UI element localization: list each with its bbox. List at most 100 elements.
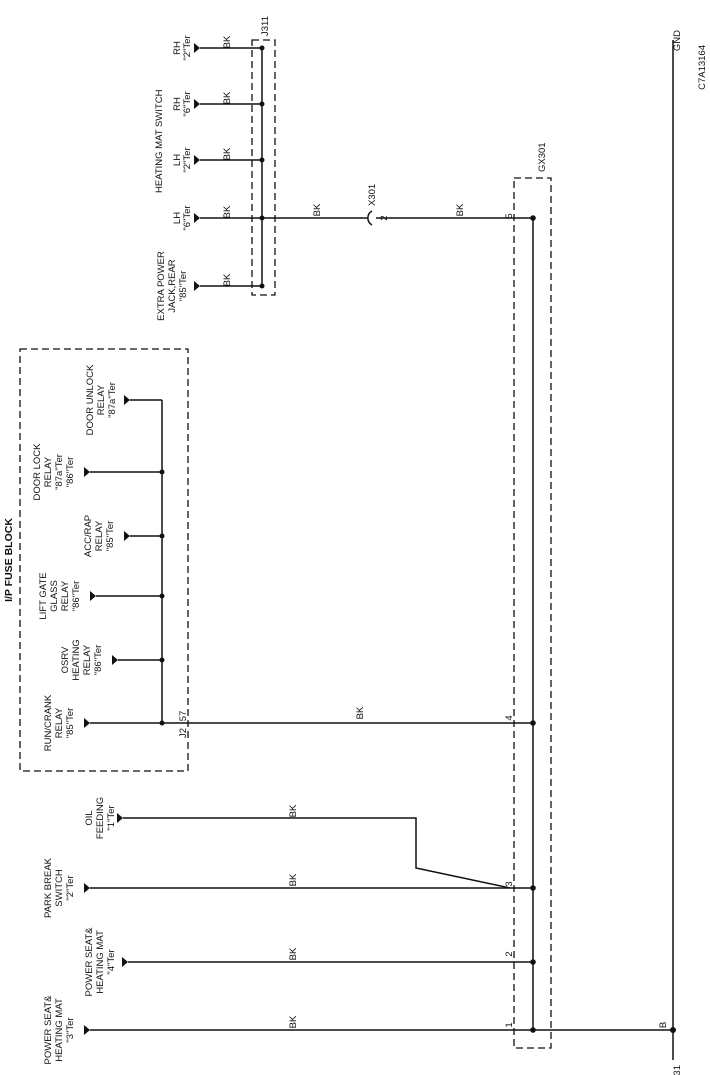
diagram-code: C7A13164 [697, 45, 708, 90]
door-lock-relay-line2: RELAY [43, 456, 54, 487]
lift-gate-relay-line1: LIFT GATE [38, 572, 49, 619]
fuse-node-lift-gate [159, 593, 165, 599]
ground-label: GND [672, 30, 683, 51]
wire-color-x301-gx301: BK [455, 203, 466, 216]
terminal-door-lock-relay [84, 467, 90, 477]
x301-connector-symbol [367, 210, 373, 226]
gx301-pin-4: 4 [504, 715, 515, 720]
gx301-pin-5: 5 [504, 213, 515, 218]
terminal-lift-gate-relay [90, 591, 96, 601]
acc-rap-relay-line3: "85"Ter [105, 521, 116, 552]
wire-color-power-seat-4: BK [288, 947, 299, 960]
power-seat-3-line2: HEATING MAT [54, 998, 65, 1062]
j311-node-extra-power [259, 283, 265, 289]
ground-node [670, 1027, 676, 1033]
lift-gate-relay-line3: RELAY [60, 580, 71, 611]
osrv-relay-line1: OSRV [60, 646, 71, 673]
osrv-relay-line3: RELAY [82, 644, 93, 675]
ground-point-label: 31 [672, 1065, 683, 1075]
hms-lh6-side: LH [172, 212, 183, 224]
power-seat-4-line3: "4"Ter [106, 949, 117, 974]
gx301-label: GX301 [537, 142, 548, 172]
terminal-osrv-heating-relay [112, 655, 118, 665]
door-unlock-relay-line3: "87a"Ter [107, 382, 118, 418]
oil-feeding-line1: OIL [84, 810, 95, 825]
j311-node-lh2 [259, 157, 265, 163]
wire-color-hms-lh2: BK [222, 147, 233, 160]
fuse-node-osrv [159, 657, 165, 663]
gx301-splice-box [513, 177, 552, 1049]
run-crank-relay-line2: RELAY [54, 707, 65, 738]
fuse-block-pin-j2: J2 [178, 728, 189, 738]
terminal-acc-rap-relay [124, 531, 130, 541]
terminal-power-seat-3 [84, 1025, 90, 1035]
j311-node-lh6 [259, 215, 265, 221]
fuse-node-door-lock [159, 469, 165, 475]
extra-power-jack-line1: EXTRA POWER [156, 251, 167, 321]
lift-gate-relay-line4: "86"Ter [71, 581, 82, 612]
osrv-relay-line4: "86"Ter [93, 645, 104, 676]
terminal-extra-power-jack [194, 281, 200, 291]
door-unlock-relay-line1: DOOR UNLOCK [85, 364, 96, 435]
terminal-door-unlock-relay [124, 395, 130, 405]
hms-rh2-side: RH [172, 41, 183, 55]
park-break-line3: "2"Ter [65, 875, 76, 900]
gx301-pin-1: 1 [504, 1022, 515, 1027]
power-seat-4-line2: HEATING MAT [95, 930, 106, 994]
wire-oil-feeding [123, 817, 511, 889]
door-lock-relay-line3: "87a"Ter [54, 454, 65, 490]
power-seat-4-line1: POWER SEAT& [84, 927, 95, 997]
j311-node-rh2 [259, 45, 265, 51]
wire-color-fuse-block-gx301: BK [355, 706, 366, 719]
wire-color-extra-power-jack: BK [222, 273, 233, 286]
ground-bus-letter: B [658, 1022, 669, 1028]
extra-power-jack-line3: "85"Ter [178, 271, 189, 302]
hms-lh2-ter: "2"Ter [182, 147, 193, 172]
oil-feeding-line3: "1"Ter [106, 805, 117, 830]
terminal-hms-lh6 [194, 213, 200, 223]
ip-fuse-block-title: I/P FUSE BLOCK [3, 518, 15, 602]
terminal-park-break-switch [84, 883, 90, 893]
gx301-pin-3: 3 [504, 881, 515, 886]
door-unlock-relay-line2: RELAY [96, 384, 107, 415]
osrv-relay-line2: HEATING [71, 639, 82, 681]
hms-lh2-side: LH [172, 154, 183, 166]
j311-node-rh6 [259, 101, 265, 107]
terminal-hms-rh6 [194, 99, 200, 109]
terminal-hms-lh2 [194, 155, 200, 165]
terminal-run-crank-relay [84, 718, 90, 728]
wire-color-hms-rh2: BK [222, 35, 233, 48]
hms-rh6-side: RH [172, 97, 183, 111]
j311-label: J311 [260, 16, 271, 36]
fuse-block-pin-57: 57 [178, 711, 189, 722]
wire-color-j311-x301: BK [312, 203, 323, 216]
terminal-power-seat-4 [122, 957, 128, 967]
acc-rap-relay-line1: ACC/RAP [83, 515, 94, 557]
wire-color-power-seat-3: BK [288, 1015, 299, 1028]
j311-connector-box [251, 39, 276, 296]
ip-fuse-block-box [19, 348, 189, 772]
hms-rh6-ter: "6"Ter [182, 91, 193, 116]
lift-gate-relay-line2: GLASS [49, 580, 60, 612]
wire-color-hms-rh6: BK [222, 91, 233, 104]
door-lock-relay-line1: DOOR LOCK [32, 443, 43, 501]
fuse-node-acc-rap [159, 533, 165, 539]
park-break-line1: PARK BREAK [43, 857, 54, 918]
extra-power-jack-line2: JACK,REAR [167, 259, 178, 312]
terminal-oil-feeding [117, 813, 123, 823]
oil-feeding-line2: FEEDING [95, 797, 106, 839]
wire-color-park-break: BK [288, 873, 299, 886]
terminal-hms-rh2 [194, 43, 200, 53]
acc-rap-relay-line2: RELAY [94, 520, 105, 551]
gx301-pin-2: 2 [504, 951, 515, 956]
wire-color-hms-lh6: BK [222, 205, 233, 218]
hms-rh2-ter: "2"Ter [182, 35, 193, 60]
run-crank-relay-line1: RUN/CRANK [43, 694, 54, 751]
power-seat-3-line3: "3"Ter [65, 1017, 76, 1042]
wire-color-oil-feeding: BK [288, 804, 299, 817]
hms-lh6-ter: "6"Ter [182, 205, 193, 230]
x301-label: X301 [367, 184, 378, 206]
heating-mat-switch-title: HEATING MAT SWITCH [154, 89, 165, 193]
run-crank-relay-line3: "85"Ter [65, 708, 76, 739]
